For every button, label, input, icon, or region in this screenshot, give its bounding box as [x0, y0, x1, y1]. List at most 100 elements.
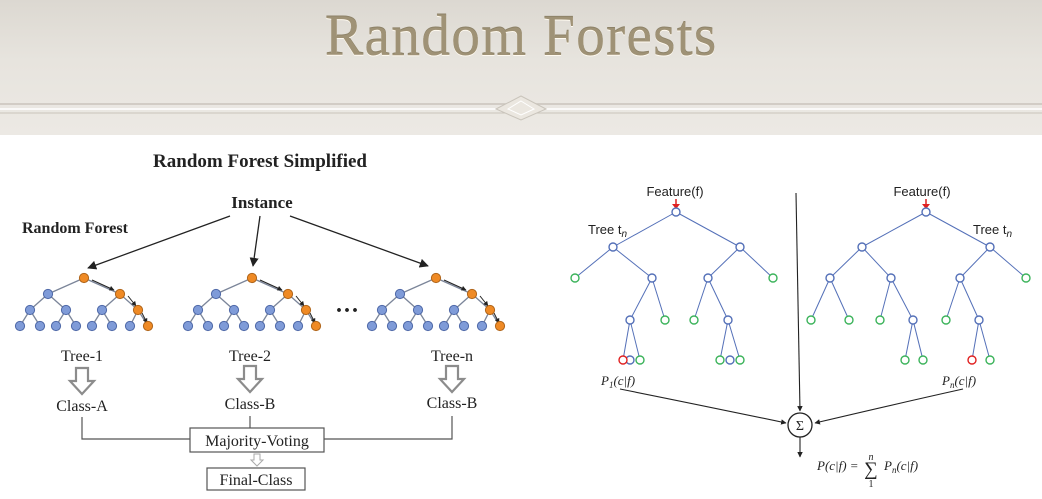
- instance-arrow-2: [249, 215, 261, 267]
- split-node: [908, 315, 918, 325]
- leaf-node: [768, 273, 778, 283]
- tree-edge: [719, 319, 729, 361]
- tree-node: [386, 320, 398, 332]
- leaf-node: [941, 315, 951, 325]
- tree-node: [24, 304, 36, 316]
- tree-edge: [47, 277, 85, 295]
- class-b-result-2: Class-B: [427, 395, 478, 412]
- left-diagram-heading: Random Forest Simplified: [153, 151, 367, 172]
- leaf-node: [735, 355, 745, 365]
- tree-node: [124, 320, 136, 332]
- tree-edge: [707, 246, 741, 279]
- class-b-result-1: Class-B: [225, 396, 276, 413]
- tree-edge: [971, 319, 980, 361]
- tree-node: [254, 320, 266, 332]
- tree-edge: [215, 277, 253, 295]
- down-arrow-icon: [235, 364, 265, 394]
- decision-tree: [366, 272, 506, 332]
- path-arrow: [295, 295, 305, 307]
- tree-edge: [693, 277, 709, 321]
- tree-node: [292, 320, 304, 332]
- split-node: [725, 355, 735, 365]
- path-node: [114, 288, 126, 300]
- tree-node: [106, 320, 118, 332]
- tree-node: [366, 320, 378, 332]
- leaf-node: [689, 315, 699, 325]
- tree-n-label: Tree-n: [431, 348, 473, 365]
- tree-edge: [904, 319, 914, 361]
- split-node: [921, 207, 931, 217]
- random-forest-label: Random Forest: [22, 220, 129, 237]
- path-arrow: [479, 295, 489, 307]
- tree-edge: [739, 246, 774, 279]
- split-node: [625, 315, 635, 325]
- combine-arrow-right: [814, 388, 964, 425]
- tree-node: [412, 304, 424, 316]
- final-class-label: Final-Class: [220, 472, 293, 489]
- tree-edge: [574, 246, 614, 279]
- prob-label-right: Pn(c|f): [941, 373, 976, 390]
- formula-sum: ∑: [864, 459, 878, 480]
- banner-divider: [0, 95, 1042, 121]
- down-arrow-icon: [67, 366, 97, 396]
- split-node: [647, 273, 657, 283]
- final-class-box: [206, 467, 306, 491]
- tree-1-label: Tree-1: [61, 348, 103, 365]
- split-node: [723, 315, 733, 325]
- vote-line-left: [81, 417, 190, 440]
- selected-leaf: [618, 355, 628, 365]
- down-arrows: [67, 364, 467, 396]
- tree-edge: [890, 277, 914, 321]
- path-node: [310, 320, 322, 332]
- tree-node: [422, 320, 434, 332]
- class-a-result: Class-A: [56, 398, 108, 415]
- path-arrow: [259, 279, 283, 291]
- tree-node: [182, 320, 194, 332]
- split-node: [985, 242, 995, 252]
- feature-arrows: [672, 199, 930, 209]
- leaf-node: [900, 355, 910, 365]
- leaf-node: [660, 315, 670, 325]
- majority-voting-label: Majority-Voting: [205, 433, 309, 450]
- path-arrow: [443, 279, 467, 291]
- instance-arrow-3: [289, 215, 429, 268]
- probability-tree: [806, 207, 1031, 365]
- tree-edge: [829, 246, 863, 279]
- tree-node: [438, 320, 450, 332]
- combine-arrow-left: [619, 388, 787, 425]
- tree-node: [274, 320, 286, 332]
- tree-node: [218, 320, 230, 332]
- split-node: [671, 207, 681, 217]
- tree-edge: [879, 277, 892, 321]
- tree-edge: [912, 319, 924, 361]
- tree-node: [86, 320, 98, 332]
- formula-lower: 1: [869, 479, 874, 490]
- split-node: [703, 273, 713, 283]
- tree-node: [264, 304, 276, 316]
- tree-node: [394, 288, 406, 300]
- leaf-node: [844, 315, 854, 325]
- tree-edge: [629, 319, 641, 361]
- tree-edge: [861, 211, 927, 248]
- tree-edge: [435, 277, 473, 295]
- aggregation-formula: P(c|f) = n ∑ 1 Pn(c|f): [816, 452, 918, 490]
- path-node: [300, 304, 312, 316]
- feature-label-right: Feature(f): [893, 184, 950, 199]
- instance-label: Instance: [231, 193, 293, 212]
- tree-edge: [651, 277, 666, 321]
- tree-node: [402, 320, 414, 332]
- tree-edge: [989, 246, 1027, 279]
- tree-edge: [945, 277, 961, 321]
- tree-edge: [861, 246, 892, 279]
- tree-edge: [810, 277, 831, 321]
- down-arrow-icon: [437, 364, 467, 394]
- tree-edge: [251, 277, 289, 295]
- leaf-node: [806, 315, 816, 325]
- path-node: [142, 320, 154, 332]
- tree-edge: [727, 319, 741, 361]
- prob-label-left: P1(c|f): [600, 373, 635, 390]
- leaf-node: [875, 315, 885, 325]
- path-node: [430, 272, 442, 284]
- trees-ellipsis: ···: [335, 298, 359, 324]
- path-node: [246, 272, 258, 284]
